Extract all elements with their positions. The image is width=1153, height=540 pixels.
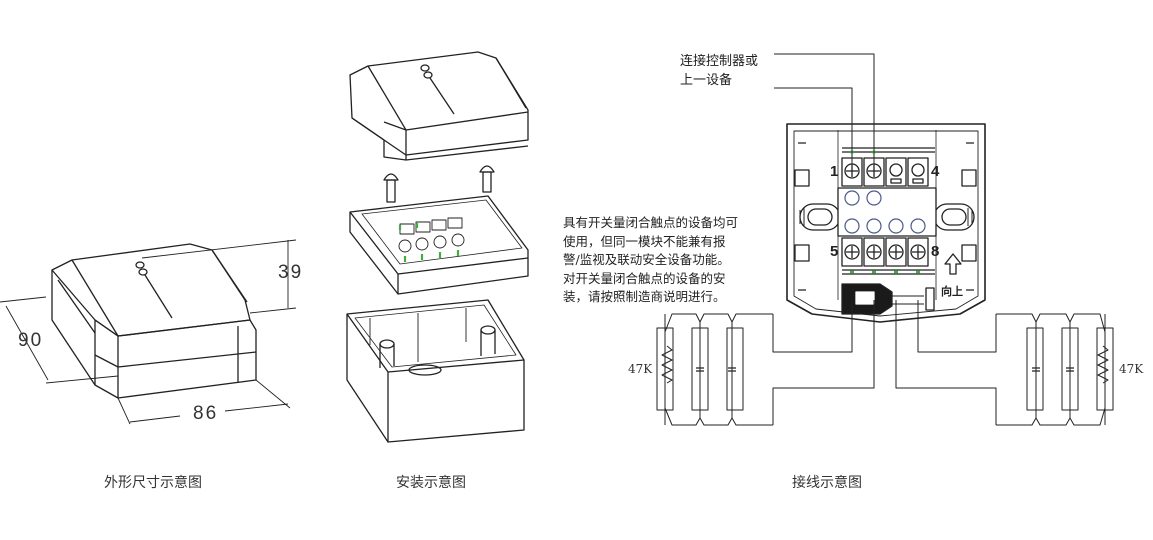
resistor-right	[1097, 345, 1109, 384]
capacitors-right	[1032, 367, 1074, 372]
installation-screws	[383, 165, 495, 203]
wiring-right-device-chain	[996, 313, 1114, 426]
resistor-left	[661, 345, 673, 384]
resistor-left-label: 47K	[628, 362, 653, 376]
terminal-label-5: 5	[830, 243, 839, 260]
wiring-module-drawing	[786, 123, 986, 323]
dimension-height-label: 39	[278, 262, 304, 283]
wiring-note: 具有开关量闭合触点的设备均可 使用，但同一模块不能兼有报 警/监视及联动安全设备…	[563, 214, 738, 307]
capacitors-left	[696, 367, 736, 372]
wiring-output-wires	[772, 300, 997, 425]
terminal-label-8: 8	[931, 243, 940, 260]
resistor-right-label: 47K	[1119, 362, 1144, 376]
caption-wiring: 接线示意图	[792, 475, 862, 491]
terminal-label-4: 4	[931, 163, 940, 180]
terminal-label-1: 1	[830, 163, 839, 180]
caption-dimensions: 外形尺寸示意图	[104, 475, 202, 491]
installation-base-drawing	[349, 195, 529, 295]
dimension-width-label: 86	[193, 403, 219, 424]
connect-label-line-1: 连接控制器或	[680, 54, 759, 69]
wiring-controller-wires	[774, 53, 875, 165]
dimension-housing-drawing	[0, 239, 297, 425]
note-line: 具有开关量闭合触点的设备均可	[563, 215, 739, 230]
up-arrow-label: 向上	[941, 285, 963, 298]
dimension-depth-label: 90	[18, 330, 44, 351]
note-line: 使用，但同一模块不能兼有报	[563, 233, 726, 249]
connect-controller-label: 连接控制器或 上一设备	[680, 52, 758, 90]
caption-installation: 安装示意图	[396, 475, 466, 491]
note-line: 警/监视及联动安全设备功能。	[563, 252, 730, 267]
connect-label-line-2: 上一设备	[680, 73, 733, 88]
installation-backbox-drawing	[346, 299, 525, 443]
installation-lid-drawing	[349, 51, 529, 161]
note-line: 对开关量闭合触点的设备的安	[563, 270, 726, 286]
wiring-left-device-chain	[656, 313, 773, 426]
note-line: 装，请按照制造商说明进行。	[563, 289, 726, 304]
